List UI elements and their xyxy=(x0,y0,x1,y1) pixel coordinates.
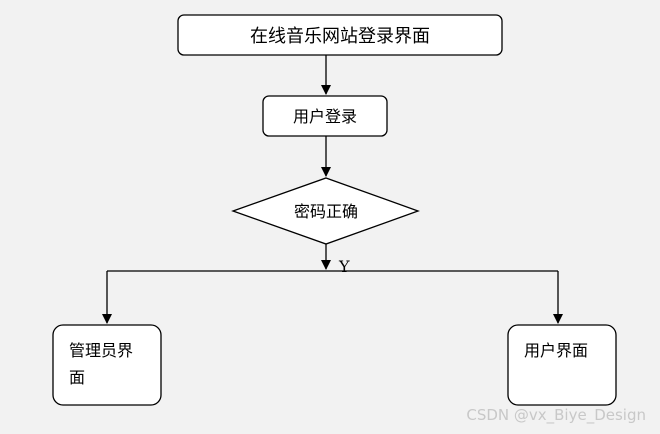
user-node-label: 用户界面 xyxy=(524,341,588,360)
decision-node: 密码正确 xyxy=(231,177,420,245)
title-node: 在线音乐网站登录界面 xyxy=(177,14,503,56)
login-node: 用户登录 xyxy=(262,95,388,137)
admin-node-label-line1: 管理员界 xyxy=(69,341,133,360)
admin-node-label-line2: 面 xyxy=(69,368,85,387)
user-node: 用户界面 xyxy=(507,324,617,406)
admin-node: 管理员界 面 xyxy=(52,324,162,406)
login-node-label: 用户登录 xyxy=(293,107,357,126)
title-node-label: 在线音乐网站登录界面 xyxy=(250,26,430,47)
yes-label: Y xyxy=(338,257,350,276)
decision-node-label: 密码正确 xyxy=(294,202,358,221)
watermark-text: CSDN @vx_Biye_Design xyxy=(466,406,646,424)
